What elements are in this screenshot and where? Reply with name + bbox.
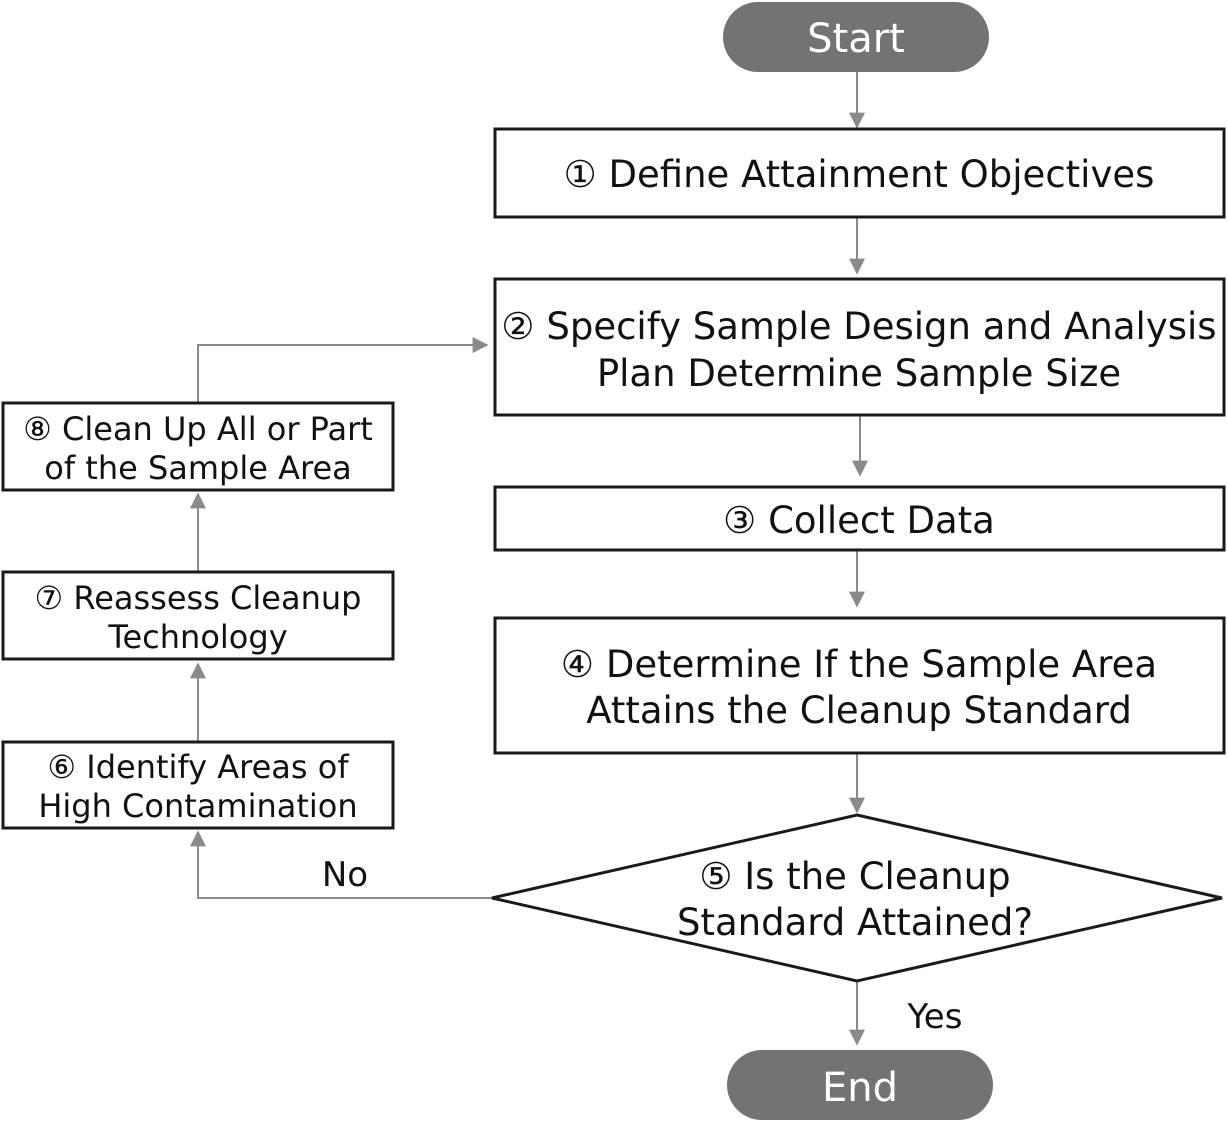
yes-edge-label: Yes [907,997,963,1037]
step6-box [1,740,395,830]
step3-box [493,485,1226,552]
step8-box [1,401,395,492]
arrow-step5-no-to-step6 [190,830,492,899]
step5-label-line2: Standard Attained? [677,901,1033,944]
step3-label: ③ Collect Data [723,499,995,542]
step6-label-line2: High Contamination [38,787,357,825]
step2-label-line1: ② Specify Sample Design and Analysis [501,305,1216,348]
step7-label-line2: Technology [107,618,287,656]
arrow-step8-to-step2 [197,337,489,403]
step4-label-line2: Attains the Cleanup Standard [586,689,1132,732]
start-terminal [723,2,989,72]
step1-box [493,127,1226,219]
step2-label-line2: Plan Determine Sample Size [597,352,1121,395]
step5-label-line1: ⑤ Is the Cleanup [699,855,1010,898]
end-label: End [822,1065,898,1111]
step6-label-line1: ⑥ Identify Areas of [47,748,349,786]
step2-box [493,277,1226,417]
end-terminal [727,1050,993,1120]
step5-decision [491,813,1223,983]
step4-label-line1: ④ Determine If the Sample Area [561,643,1157,686]
step7-box [1,570,395,661]
no-edge-label: No [322,855,368,895]
start-label: Start [807,16,905,62]
step7-label-line1: ⑦ Reassess Cleanup [35,579,362,617]
step8-label-line1: ⑧ Clean Up All or Part [23,410,373,448]
step8-label-line2: of the Sample Area [44,449,352,487]
step4-box [493,616,1226,755]
step1-label: ① Define Attainment Objectives [564,153,1155,196]
